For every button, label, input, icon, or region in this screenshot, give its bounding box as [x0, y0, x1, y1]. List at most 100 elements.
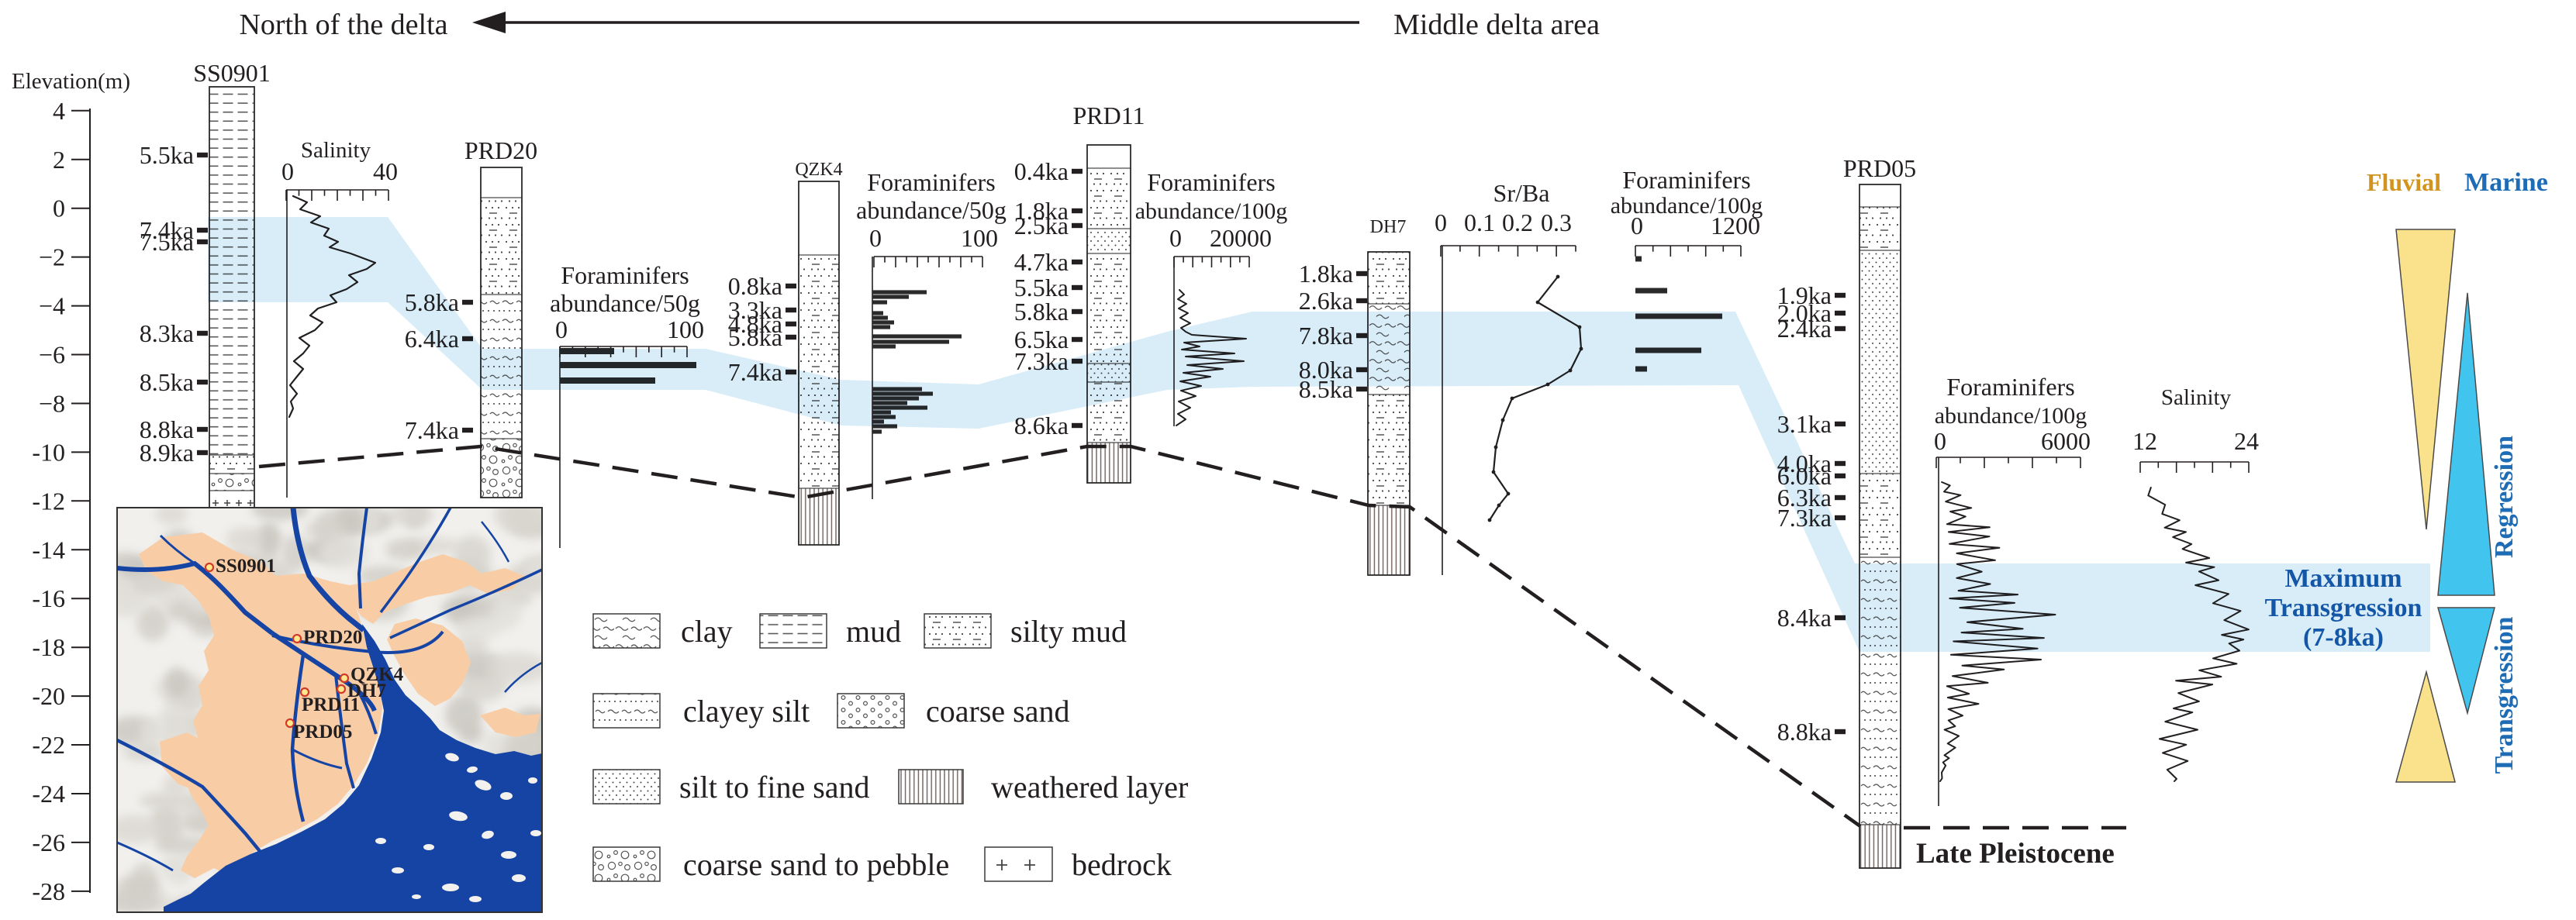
svg-text:100: 100: [667, 315, 704, 343]
svg-text:2.5ka: 2.5ka: [1014, 212, 1069, 239]
svg-text:0: 0: [1169, 224, 1182, 252]
svg-text:Transgression: Transgression: [2265, 594, 2422, 622]
svg-text:-14: -14: [32, 536, 65, 563]
svg-text:bedrock: bedrock: [1072, 847, 1172, 882]
svg-text:abundance/100g: abundance/100g: [1935, 403, 2087, 429]
svg-text:SS0901: SS0901: [216, 556, 276, 577]
svg-text:Maximum: Maximum: [2284, 564, 2402, 593]
svg-text:coarse sand: coarse sand: [926, 694, 1069, 729]
svg-text:7.4ka: 7.4ka: [405, 416, 459, 444]
svg-text:0: 0: [281, 157, 294, 185]
svg-text:-16: -16: [32, 584, 65, 612]
svg-text:0: 0: [555, 315, 568, 343]
svg-text:abundance/100g: abundance/100g: [1611, 193, 1763, 219]
svg-text:Middle delta area: Middle delta area: [1393, 9, 1600, 41]
svg-text:Regression: Regression: [2490, 436, 2519, 558]
svg-text:Fluvial: Fluvial: [2367, 168, 2441, 196]
svg-text:coarse sand to pebble: coarse sand to pebble: [683, 847, 949, 882]
svg-text:2.0ka: 2.0ka: [1777, 299, 1832, 327]
svg-text:mud: mud: [846, 614, 901, 649]
svg-text:6000: 6000: [2041, 427, 2091, 455]
svg-text:0: 0: [1631, 212, 1643, 239]
svg-text:Foraminifers: Foraminifers: [561, 261, 689, 289]
svg-text:North of the delta: North of the delta: [239, 9, 447, 41]
svg-text:−4: −4: [39, 292, 65, 320]
svg-text:clay: clay: [681, 614, 733, 649]
svg-text:PRD05: PRD05: [293, 722, 352, 743]
svg-text:20000: 20000: [1210, 224, 1272, 252]
svg-text:DH7: DH7: [347, 681, 386, 701]
svg-text:5.8ka: 5.8ka: [1014, 298, 1069, 326]
svg-text:0: 0: [1435, 208, 1447, 236]
svg-text:1.8ka: 1.8ka: [1014, 197, 1069, 225]
svg-text:silty mud: silty mud: [1010, 614, 1127, 649]
svg-text:0.3: 0.3: [1541, 208, 1572, 236]
svg-text:abundance/100g: abundance/100g: [1135, 198, 1288, 224]
svg-text:Foraminifers: Foraminifers: [1147, 168, 1275, 196]
svg-text:Transgression: Transgression: [2490, 617, 2519, 774]
svg-text:40: 40: [373, 157, 398, 185]
svg-text:1.8ka: 1.8ka: [1299, 260, 1353, 288]
svg-text:PRD11: PRD11: [1072, 102, 1145, 129]
svg-text:-18: -18: [32, 633, 65, 661]
svg-text:Elevation(m): Elevation(m): [12, 69, 130, 94]
svg-text:Salinity: Salinity: [301, 138, 371, 163]
svg-text:0: 0: [869, 224, 882, 252]
svg-text:-26: -26: [32, 829, 65, 856]
svg-text:Foraminifers: Foraminifers: [1946, 373, 2074, 401]
svg-text:0.2: 0.2: [1502, 208, 1533, 236]
svg-text:4.8ka: 4.8ka: [728, 310, 782, 338]
svg-text:8.3ka: 8.3ka: [140, 319, 194, 347]
svg-text:-20: -20: [32, 682, 65, 710]
svg-text:DH7: DH7: [1370, 217, 1407, 237]
svg-text:1200: 1200: [1711, 212, 1760, 239]
svg-text:4: 4: [53, 97, 65, 125]
svg-text:24: 24: [2234, 427, 2259, 455]
svg-text:abundance/50g: abundance/50g: [856, 196, 1007, 224]
svg-text:3.3ka: 3.3ka: [728, 296, 782, 324]
svg-text:abundance/50g: abundance/50g: [550, 289, 700, 317]
svg-text:−8: −8: [39, 390, 65, 418]
svg-text:8.5ka: 8.5ka: [140, 368, 194, 396]
svg-text:0.8ka: 0.8ka: [728, 272, 782, 300]
svg-text:100: 100: [961, 224, 998, 252]
svg-text:clayey silt: clayey silt: [683, 694, 810, 729]
svg-text:-10: -10: [32, 438, 65, 466]
svg-text:-28: -28: [32, 877, 65, 905]
svg-text:8.8ka: 8.8ka: [1777, 718, 1832, 746]
svg-text:6.5ka: 6.5ka: [1014, 326, 1069, 353]
svg-text:(7-8ka): (7-8ka): [2303, 623, 2384, 652]
svg-text:PRD11: PRD11: [302, 694, 360, 715]
svg-text:8.8ka: 8.8ka: [140, 415, 194, 443]
svg-text:12: 12: [2132, 427, 2157, 455]
svg-text:-24: -24: [32, 780, 65, 808]
svg-text:QZK4: QZK4: [795, 160, 842, 180]
svg-text:QZK4: QZK4: [350, 664, 404, 685]
svg-text:5.8ka: 5.8ka: [728, 323, 782, 351]
svg-text:2.4ka: 2.4ka: [1777, 315, 1832, 343]
svg-text:PRD20: PRD20: [464, 136, 537, 164]
svg-text:-12: -12: [32, 487, 65, 515]
svg-text:PRD20: PRD20: [303, 627, 362, 648]
svg-text:PRD05: PRD05: [1843, 154, 1916, 182]
svg-text:1.9ka: 1.9ka: [1777, 281, 1832, 309]
svg-text:Foraminifers: Foraminifers: [867, 168, 995, 196]
svg-text:−6: −6: [39, 341, 65, 369]
svg-text:2.6ka: 2.6ka: [1299, 287, 1353, 315]
svg-text:weathered layer: weathered layer: [991, 770, 1188, 805]
svg-text:7.4ka: 7.4ka: [140, 216, 194, 244]
svg-text:SS0901: SS0901: [193, 59, 271, 87]
svg-text:0.1: 0.1: [1464, 208, 1495, 236]
svg-text:Marine: Marine: [2464, 168, 2548, 197]
svg-text:−2: −2: [39, 243, 65, 271]
svg-text:Late Pleistocene: Late Pleistocene: [1916, 838, 2115, 870]
svg-text:7.5ka: 7.5ka: [140, 228, 194, 256]
svg-text:0.4ka: 0.4ka: [1014, 157, 1069, 185]
svg-text:0: 0: [53, 195, 65, 222]
svg-text:8.4ka: 8.4ka: [1777, 604, 1832, 632]
svg-text:Sr/Ba: Sr/Ba: [1493, 179, 1550, 207]
svg-text:-22: -22: [32, 731, 65, 759]
svg-text:Foraminifers: Foraminifers: [1622, 166, 1750, 194]
svg-text:8.9ka: 8.9ka: [140, 439, 194, 467]
svg-text:0: 0: [1934, 427, 1946, 455]
